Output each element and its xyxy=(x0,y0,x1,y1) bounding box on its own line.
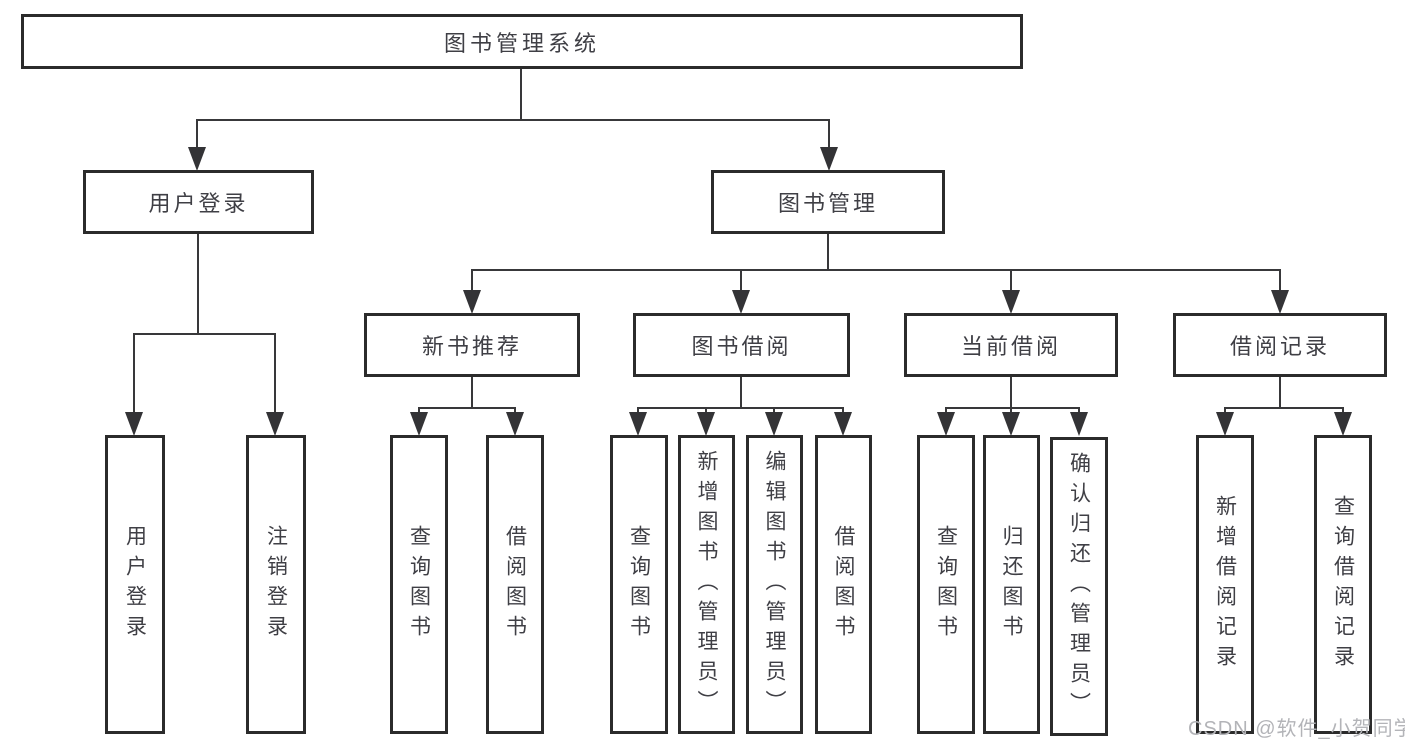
node-label: 借阅图书 xyxy=(503,524,527,645)
connector-line xyxy=(740,269,742,291)
node-label: 图书借阅 xyxy=(691,334,792,359)
connector-line xyxy=(945,407,947,413)
node-label: 图书管理系统 xyxy=(443,30,600,56)
node-label: 借阅图书 xyxy=(832,524,855,645)
leaf-edit-book-admin: 编辑图书（管理员） xyxy=(746,435,803,734)
connector-arrow-icon xyxy=(125,412,143,436)
connector-arrow-icon xyxy=(1334,412,1352,436)
connector-line xyxy=(1010,407,1012,413)
connector-line xyxy=(1078,407,1080,413)
leaf-return-book: 归还图书 xyxy=(983,435,1040,734)
connector-line xyxy=(637,407,639,413)
node-borrow-records: 借阅记录 xyxy=(1173,313,1387,377)
node-label: 查询图书 xyxy=(627,524,651,645)
connector-line xyxy=(520,69,522,119)
node-label: 查询借阅记录 xyxy=(1331,494,1355,675)
connector-line xyxy=(1224,407,1344,409)
connector-line xyxy=(196,119,830,121)
connector-line xyxy=(197,234,199,334)
node-label: 新书推荐 xyxy=(421,334,522,359)
connector-arrow-icon xyxy=(410,412,428,436)
leaf-query-borrow-record: 查询借阅记录 xyxy=(1314,435,1372,734)
csdn-watermark: CSDN @软件_小贺同学 xyxy=(1188,718,1405,740)
connector-line xyxy=(133,333,275,335)
node-label: 图书管理 xyxy=(777,191,878,216)
leaf-borrow-book-recommend: 借阅图书 xyxy=(486,435,544,734)
node-label: 借阅记录 xyxy=(1229,334,1330,359)
connector-line xyxy=(1010,377,1012,408)
connector-line xyxy=(1342,407,1344,413)
node-label: 用户登录 xyxy=(148,191,249,216)
leaf-logout-login: 注销登录 xyxy=(246,435,306,734)
leaf-confirm-return-admin: 确认归还（管理员） xyxy=(1050,437,1108,736)
connector-line xyxy=(514,407,516,413)
connector-line xyxy=(945,407,1080,409)
connector-line xyxy=(418,407,420,413)
connector-line xyxy=(637,407,844,409)
connector-arrow-icon xyxy=(697,412,715,436)
node-label: 新增图书（管理员） xyxy=(695,449,718,720)
connector-line xyxy=(842,407,844,413)
connector-line xyxy=(773,407,775,413)
node-label: 编辑图书（管理员） xyxy=(763,449,786,720)
connector-line xyxy=(740,377,742,408)
connector-arrow-icon xyxy=(629,412,647,436)
node-current-borrow: 当前借阅 xyxy=(904,313,1118,377)
connector-line xyxy=(274,333,276,412)
node-new-book-recommend: 新书推荐 xyxy=(364,313,580,377)
connector-arrow-icon xyxy=(266,412,284,436)
node-label: 新增借阅记录 xyxy=(1213,494,1237,675)
connector-line xyxy=(471,269,473,291)
leaf-query-book-recommend: 查询图书 xyxy=(390,435,448,734)
connector-line xyxy=(1010,269,1012,291)
connector-line xyxy=(471,269,1281,271)
connector-arrow-icon xyxy=(1070,412,1088,436)
node-library-management-system: 图书管理系统 xyxy=(21,14,1023,69)
node-label: 当前借阅 xyxy=(960,334,1061,359)
leaf-user-login: 用户登录 xyxy=(105,435,165,734)
node-label: 归还图书 xyxy=(1000,524,1023,645)
node-label: 注销登录 xyxy=(264,524,288,645)
node-user-login: 用户登录 xyxy=(83,170,314,234)
connector-line xyxy=(827,234,829,270)
connector-line xyxy=(1224,407,1226,413)
connector-line xyxy=(1279,377,1281,408)
connector-line xyxy=(828,119,830,149)
connector-line xyxy=(133,333,135,412)
leaf-add-borrow-record: 新增借阅记录 xyxy=(1196,435,1254,734)
node-label: 确认归还（管理员） xyxy=(1067,451,1091,722)
connector-line xyxy=(1279,269,1281,291)
connector-arrow-icon xyxy=(765,412,783,436)
connector-arrow-icon xyxy=(463,290,481,314)
connector-arrow-icon xyxy=(188,147,206,171)
connector-arrow-icon xyxy=(937,412,955,436)
connector-arrow-icon xyxy=(1216,412,1234,436)
connector-arrow-icon xyxy=(1002,412,1020,436)
connector-line xyxy=(705,407,707,413)
leaf-query-book-borrow: 查询图书 xyxy=(610,435,668,734)
node-label: 查询图书 xyxy=(407,524,431,645)
leaf-borrow-book: 借阅图书 xyxy=(815,435,872,734)
connector-line xyxy=(471,377,473,408)
connector-arrow-icon xyxy=(1002,290,1020,314)
connector-arrow-icon xyxy=(820,147,838,171)
node-label: 用户登录 xyxy=(123,524,147,645)
connector-arrow-icon xyxy=(1271,290,1289,314)
connector-arrow-icon xyxy=(732,290,750,314)
node-label: 查询图书 xyxy=(934,524,958,645)
connector-line xyxy=(418,407,516,409)
connector-arrow-icon xyxy=(834,412,852,436)
node-book-borrow: 图书借阅 xyxy=(633,313,850,377)
connector-arrow-icon xyxy=(506,412,524,436)
leaf-add-book-admin: 新增图书（管理员） xyxy=(678,435,735,734)
leaf-query-book-current: 查询图书 xyxy=(917,435,975,734)
connector-line xyxy=(196,119,198,149)
node-book-management: 图书管理 xyxy=(711,170,945,234)
